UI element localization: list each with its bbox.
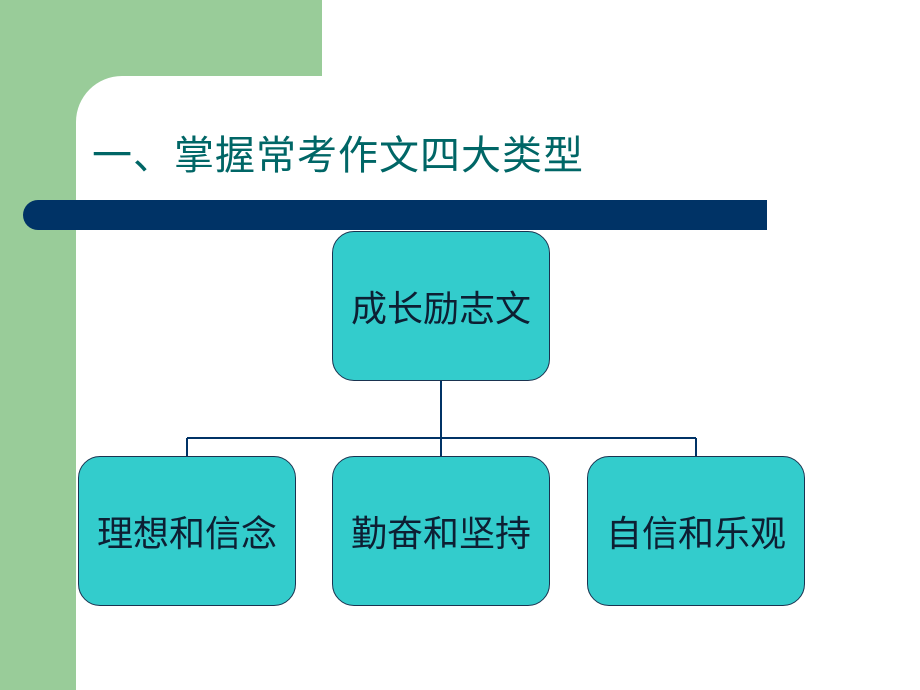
- title-underline-bar: [23, 200, 767, 230]
- node-root: 成长励志文: [332, 231, 550, 381]
- node-root-label: 成长励志文: [350, 289, 531, 330]
- node-child-3-label: 自信和乐观: [605, 514, 786, 555]
- node-child-2: 勤奋和坚持: [332, 456, 550, 606]
- node-child-2-label: 勤奋和坚持: [350, 514, 531, 555]
- node-child-3: 自信和乐观: [587, 456, 805, 606]
- node-child-1-label: 理想和信念: [96, 514, 277, 555]
- node-child-1: 理想和信念: [78, 456, 296, 606]
- slide-title: 一、掌握常考作文四大类型: [92, 133, 584, 179]
